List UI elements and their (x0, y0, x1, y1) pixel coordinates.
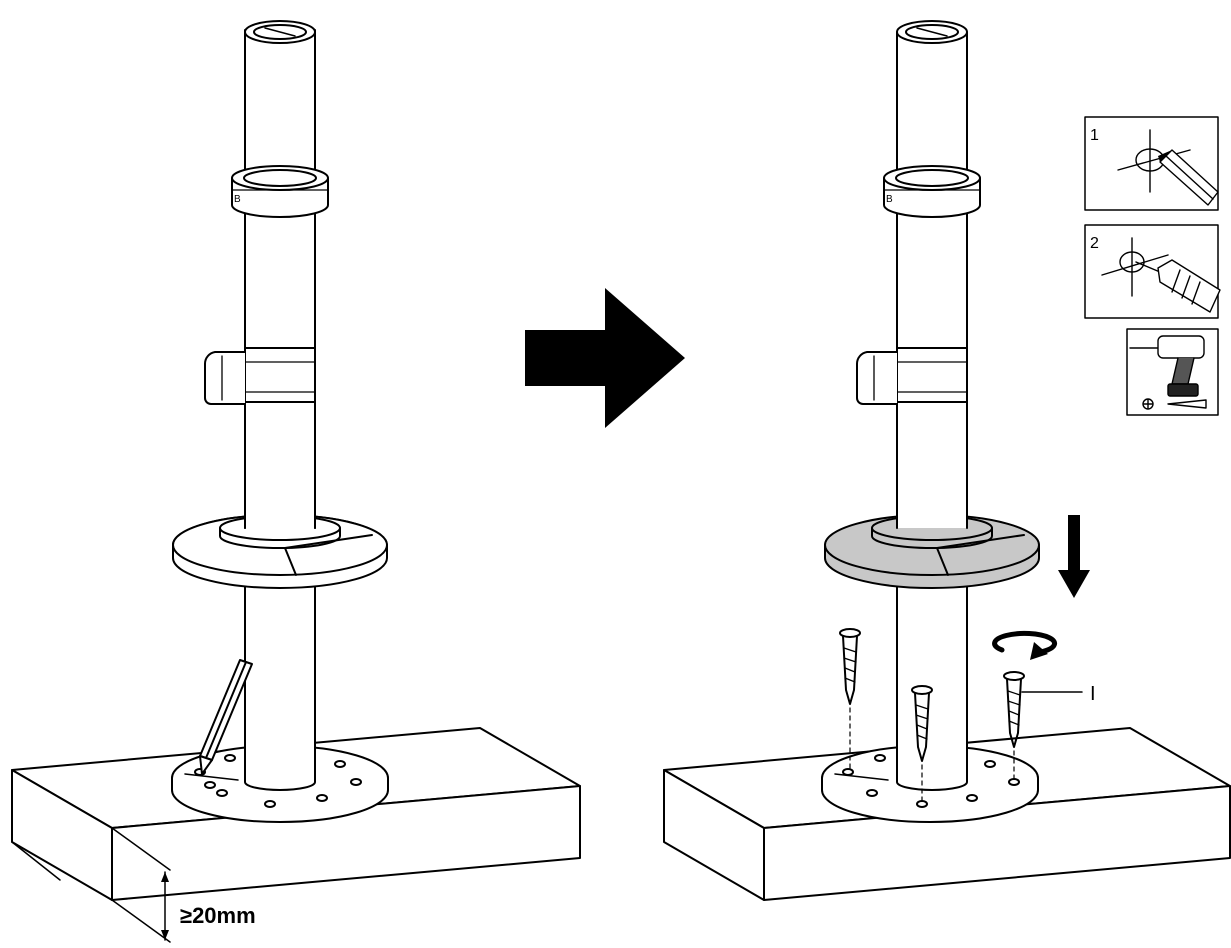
screw-icon (1003, 671, 1025, 783)
right-top-cap (896, 20, 968, 44)
right-clamp-collar (883, 165, 981, 218)
drill-bit-icon (1101, 237, 1221, 313)
thickness-label: ≥20mm (180, 903, 256, 928)
right-cable-clip (855, 347, 968, 405)
next-step-arrow (525, 288, 685, 428)
right-scene: I B (663, 20, 1231, 901)
left-top-cap (244, 20, 316, 44)
right-upper-tube (897, 32, 967, 528)
left-clamp-collar (231, 165, 329, 218)
down-arrow-icon (1058, 515, 1090, 598)
inset-step-1: 1 (1084, 116, 1219, 211)
pencil-mark-icon (1117, 129, 1219, 206)
power-drill-icon (1129, 335, 1207, 410)
screw-callout-label: I (1090, 683, 1096, 705)
left-shroud (172, 514, 388, 589)
inset-step-2: 2 (1084, 224, 1221, 319)
screw-icon (839, 628, 861, 773)
collar-mark: B (886, 194, 893, 205)
collar-mark: B (234, 194, 241, 205)
svg-text:1: 1 (1090, 127, 1099, 144)
rotate-icon (992, 630, 1058, 660)
inset-step-3 (1126, 328, 1219, 416)
screw-icon (911, 685, 933, 805)
left-scene: ≥20mm (11, 20, 581, 943)
right-tabletop (663, 727, 1231, 901)
left-cable-clip (203, 347, 316, 405)
right-shroud (824, 514, 1040, 589)
right-lower-tube (896, 579, 968, 791)
left-lower-tube (244, 579, 316, 791)
svg-text:2: 2 (1090, 235, 1099, 252)
pencil-icon (199, 659, 253, 775)
